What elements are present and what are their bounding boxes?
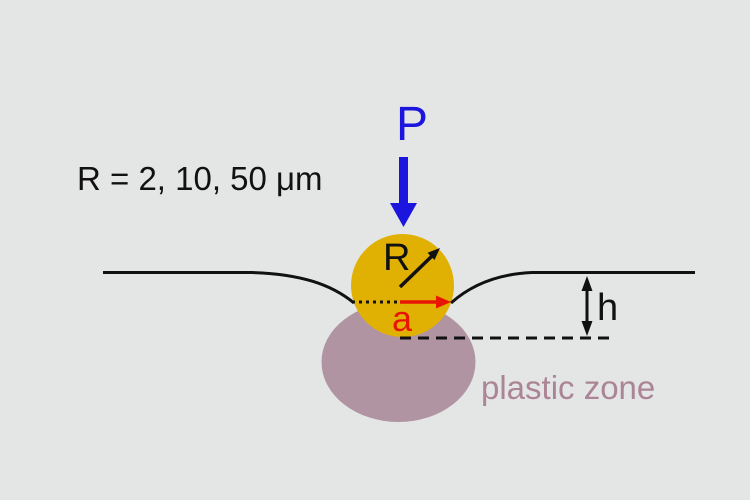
force-label: P (396, 98, 428, 151)
depth-arrow-top-head-icon (581, 276, 593, 291)
surface-line-left (103, 271, 355, 305)
contact-radius-label: a (392, 298, 413, 339)
plastic-zone-ellipse (321, 302, 476, 422)
sphere-radius-label: R (383, 237, 410, 279)
sphere-radius-arrow-head-icon (427, 248, 440, 260)
indent-depth-label: h (597, 287, 618, 329)
depth-arrow-bottom-head-icon (581, 321, 593, 336)
contact-radius-arrow-head-icon (436, 295, 451, 309)
load-arrow-head-icon (390, 203, 417, 227)
surface-line-right (449, 271, 695, 305)
load-arrow-shaft (399, 157, 408, 205)
plastic-zone-label: plastic zone (481, 369, 655, 406)
radius-values-label: R = 2, 10, 50 μm (77, 160, 323, 197)
sphere-radius-arrow-shaft (398, 254, 434, 289)
